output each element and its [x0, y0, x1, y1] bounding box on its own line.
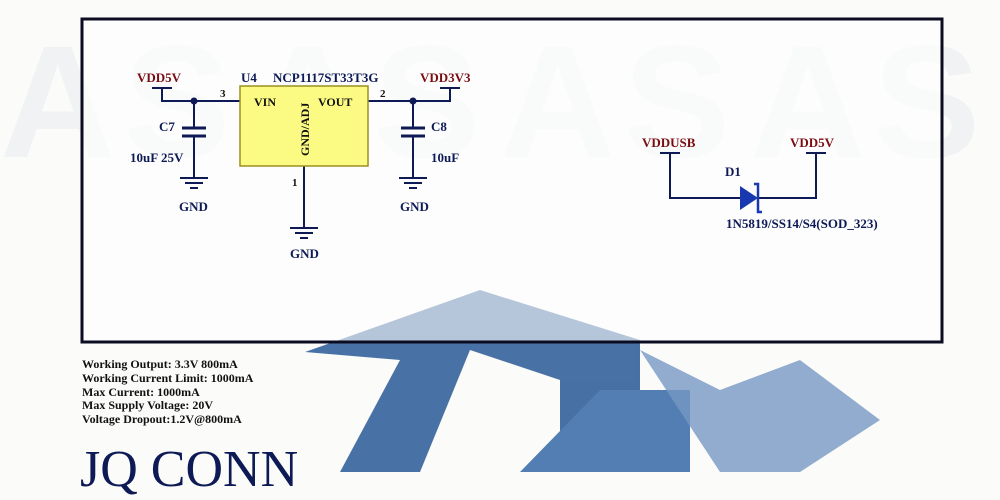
spec-line: Max Current: 1000mA — [82, 384, 200, 399]
capacitor-c8-ref: C8 — [431, 119, 447, 134]
pin-in-number: 3 — [220, 88, 226, 100]
net-label-vddusb: VDDUSB — [642, 135, 696, 150]
regulator-part: NCP1117ST33T3G — [273, 70, 378, 85]
spec-line: Voltage Dropout:1.2V@800mA — [82, 412, 242, 427]
net-label-gnd-c8: GND — [400, 199, 429, 214]
pin-out-number: 2 — [380, 88, 386, 100]
pin-in-label: VIN — [254, 95, 276, 109]
spec-line: Max Supply Voltage: 20V — [82, 398, 214, 413]
capacitor-c7-value: 10uF 25V — [130, 150, 184, 165]
net-label-gnd-c7: GND — [179, 199, 208, 214]
pin-gnd-label: GND/ADJ — [298, 103, 312, 156]
capacitor-c8-icon — [401, 126, 425, 138]
pin-gnd-number: 1 — [292, 177, 298, 189]
net-label-gnd-u4: GND — [290, 246, 319, 261]
junction-c7 — [190, 97, 198, 105]
specs-notes: Working Output: 3.3V 800mA Working Curre… — [82, 357, 254, 427]
pin-out-label: VOUT — [318, 95, 352, 109]
diode-ref: D1 — [725, 164, 741, 179]
capacitor-c8-value: 10uF — [431, 150, 459, 165]
spec-line: Working Current Limit: 1000mA — [82, 370, 254, 385]
diode-part: 1N5819/SS14/S4(SOD_323) — [726, 216, 878, 231]
ground-c8-icon — [399, 177, 427, 189]
ground-u4-icon — [290, 227, 318, 239]
diode-d1-icon — [740, 182, 762, 214]
schematic-canvas: VDD5V U4 NCP1117ST33T3G VDD3V3 3 2 1 VIN… — [80, 17, 944, 472]
wires — [152, 87, 826, 228]
ground-c7-icon — [180, 177, 208, 189]
net-label-vdd5v-left: VDD5V — [137, 70, 182, 85]
brand-name: JQ CONN — [80, 441, 299, 498]
spec-line: Working Output: 3.3V 800mA — [82, 357, 238, 371]
schematic-frame — [80, 17, 944, 344]
schematic-page: AS AS AS AS — [0, 12, 980, 498]
net-label-vdd3v3: VDD3V3 — [420, 70, 471, 85]
capacitor-c7-ref: C7 — [159, 119, 175, 134]
capacitor-c7-icon — [182, 126, 206, 138]
regulator-ref: U4 — [241, 70, 257, 85]
net-label-vdd5v-right: VDD5V — [790, 135, 835, 150]
junction-c8 — [409, 97, 417, 105]
regulator-body — [239, 85, 369, 167]
